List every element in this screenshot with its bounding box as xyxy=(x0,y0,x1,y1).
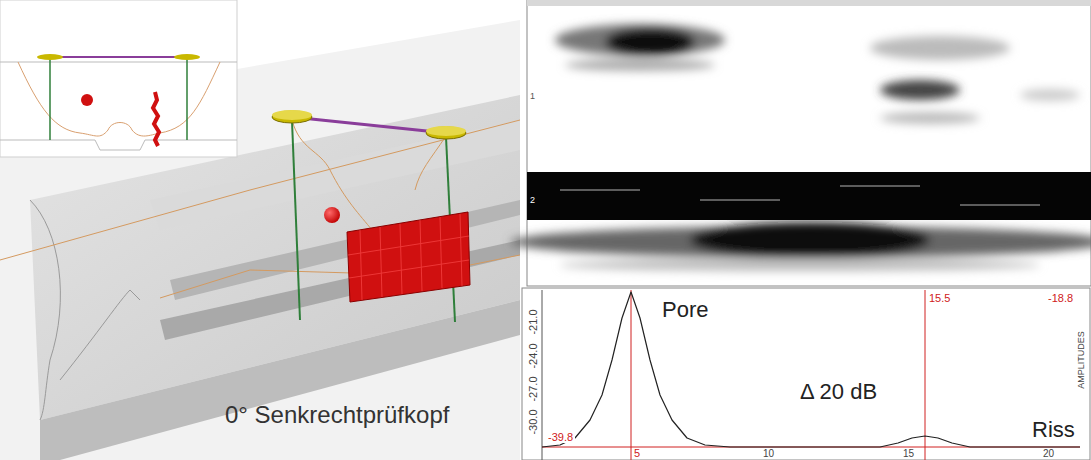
amplitude-tick: -30.0 xyxy=(527,409,539,434)
signal-label: Riss xyxy=(1030,418,1077,442)
cross-section-inset xyxy=(0,0,237,157)
difference-label: Δ 20 dB xyxy=(800,380,877,404)
axis-title: AMPLITUDES xyxy=(1077,331,1087,389)
scan-axis-tick: 1 xyxy=(530,92,535,102)
position-tick: 10 xyxy=(763,448,774,459)
amplitude-tick: -24.0 xyxy=(527,343,539,368)
threshold-value: -39.8 xyxy=(546,431,575,443)
b-scan-image xyxy=(510,0,1091,286)
cursor-value: -18.8 xyxy=(1048,292,1073,304)
position-tick: 20 xyxy=(1043,448,1054,459)
crack-texture xyxy=(348,214,469,300)
pore-sphere xyxy=(324,207,340,223)
cursor-value: 5 xyxy=(634,447,640,459)
scan-axis-tick: 2 xyxy=(530,196,535,206)
cursor-value: 15.5 xyxy=(929,292,950,304)
amplitude-tick: -21.0 xyxy=(527,309,539,334)
signal-label: Pore xyxy=(662,298,708,322)
probe-caption: 0° Senkrechtprüfkopf xyxy=(225,402,449,428)
amplitude-plot xyxy=(522,288,1090,460)
crack-block xyxy=(347,212,470,302)
amplitude-tick: -27.0 xyxy=(527,376,539,401)
position-tick: 15 xyxy=(903,448,914,459)
